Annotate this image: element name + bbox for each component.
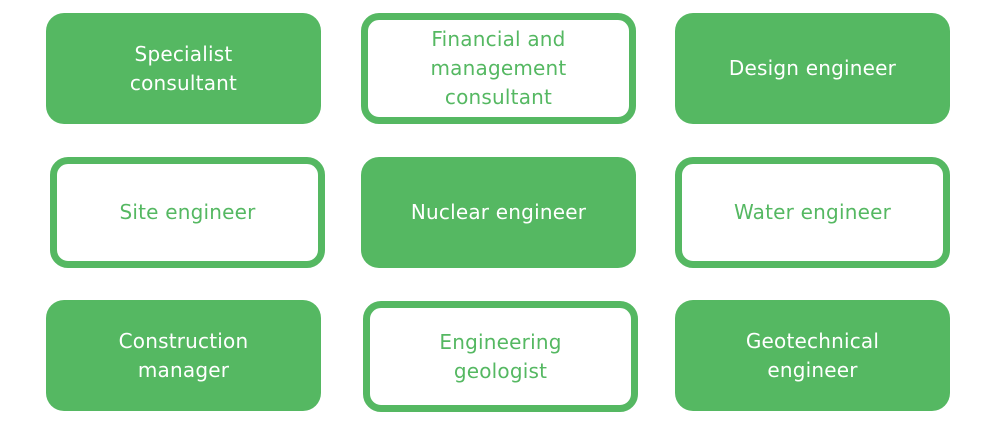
role-box-specialist-consultant: Specialist consultant: [46, 13, 321, 124]
role-box-design-engineer: Design engineer: [675, 13, 950, 124]
role-label: Site engineer: [119, 200, 256, 224]
role-label: Engineering geologist: [439, 329, 562, 383]
role-box-water-engineer: Water engineer: [675, 157, 950, 268]
role-label: Design engineer: [728, 56, 897, 80]
role-box-engineering-geologist: Engineering geologist: [363, 301, 638, 412]
role-box-geotechnical-engineer: Geotechnical engineer: [675, 300, 950, 411]
role-label: Financial and management consultant: [430, 27, 567, 109]
role-label: Specialist consultant: [129, 41, 238, 95]
role-label: Construction manager: [118, 328, 249, 382]
role-label: Water engineer: [733, 200, 892, 224]
role-box-site-engineer: Site engineer: [50, 157, 325, 268]
role-box-construction-manager: Construction manager: [46, 300, 321, 411]
role-box-nuclear-engineer: Nuclear engineer: [361, 157, 636, 268]
role-label: Geotechnical engineer: [745, 328, 880, 382]
role-box-financial-and-management-consultant: Financial and management consultant: [361, 13, 636, 124]
role-label: Nuclear engineer: [410, 200, 587, 224]
